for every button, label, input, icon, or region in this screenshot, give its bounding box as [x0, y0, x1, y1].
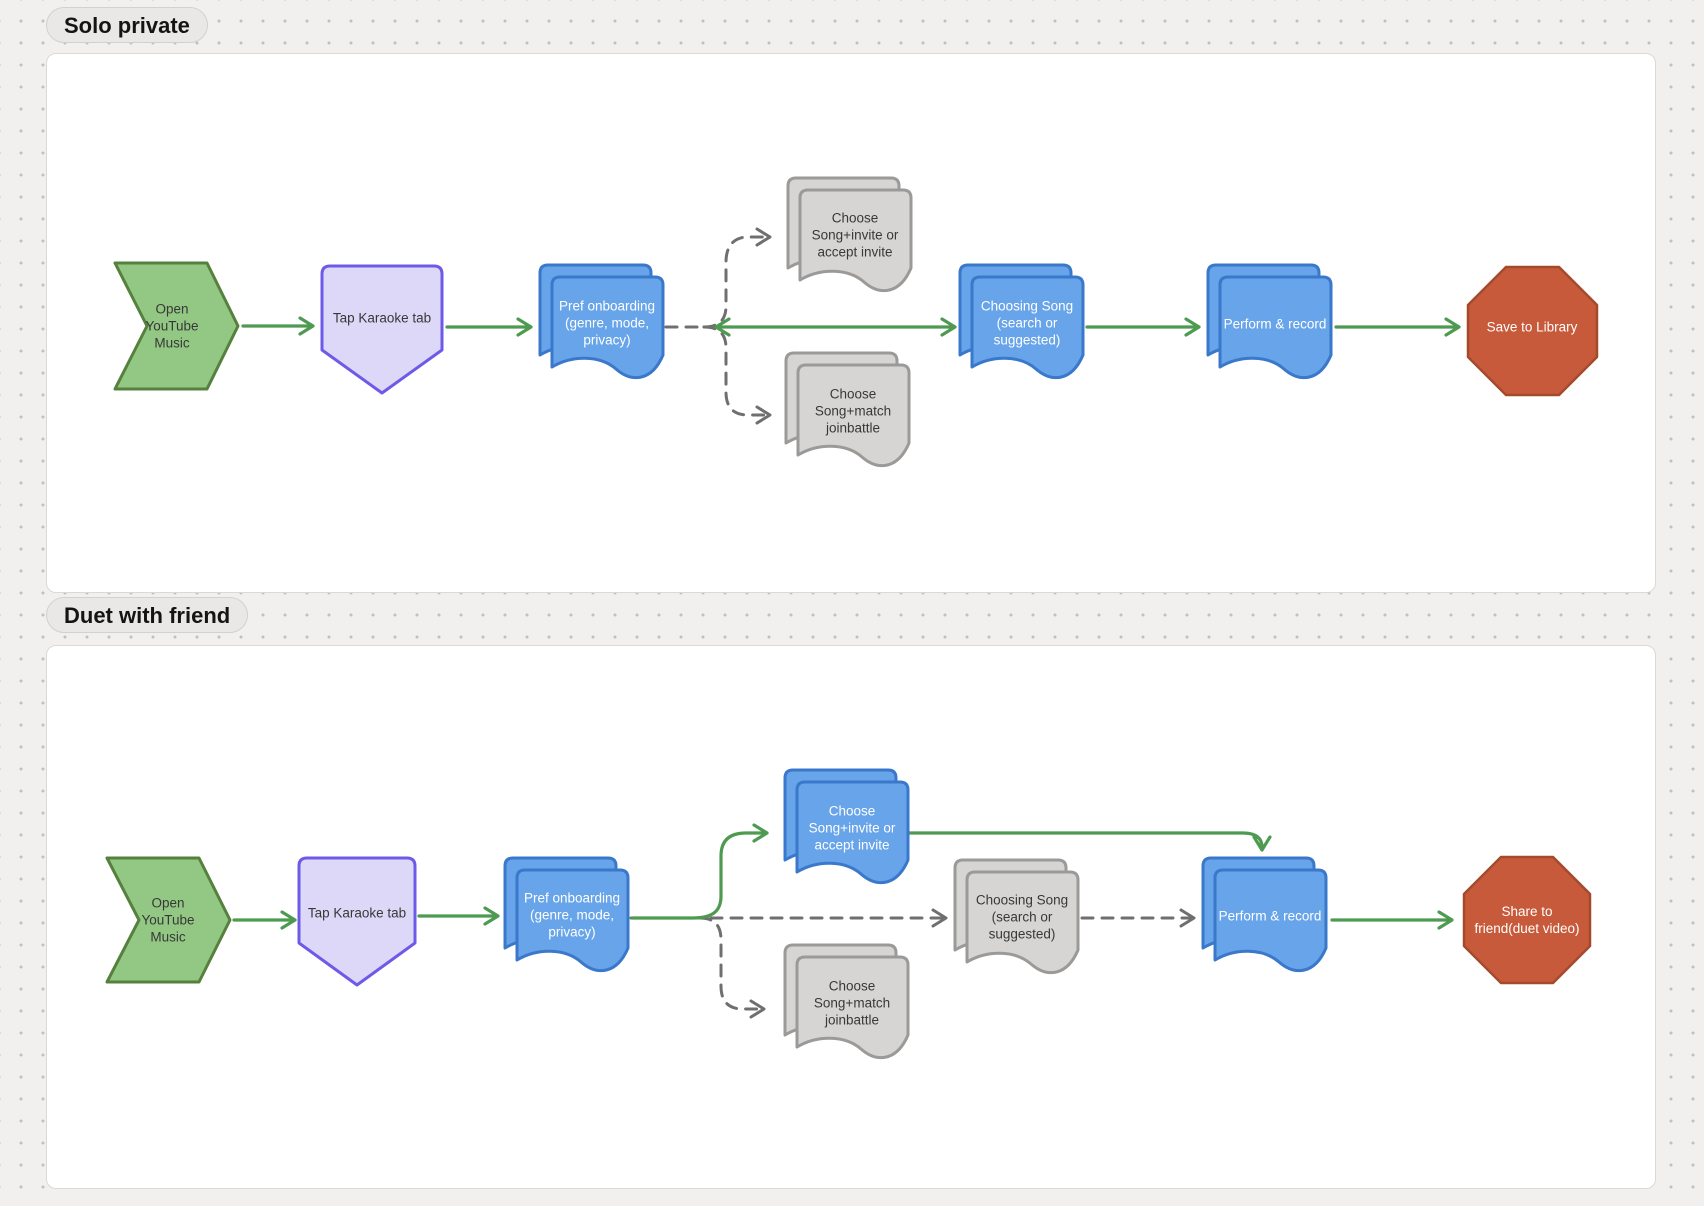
connector-duet-perform-to-share[interactable]: [1330, 910, 1454, 930]
connector-solo-open-to-tap[interactable]: [241, 316, 315, 336]
node-solo-save-to-library[interactable]: [1466, 265, 1599, 397]
node-duet-perform-record[interactable]: [1201, 856, 1328, 972]
node-solo-choose-song-invite[interactable]: [786, 176, 913, 292]
frame-label-solo-private[interactable]: Solo private: [46, 7, 208, 43]
arrowhead-duet-branch-down: [749, 999, 766, 1019]
node-duet-share-to-friend[interactable]: [1462, 855, 1592, 985]
connector-solo-tap-to-pref[interactable]: [445, 317, 533, 337]
connector-solo-choosing-to-perform[interactable]: [1085, 317, 1201, 337]
node-solo-choose-song-match[interactable]: [784, 351, 911, 467]
frame-solo-private[interactable]: [46, 53, 1656, 593]
connector-solo-pref-to-choosing[interactable]: [714, 317, 957, 337]
node-duet-open-youtube-music[interactable]: [105, 856, 232, 984]
node-duet-choosing-song[interactable]: [953, 858, 1080, 974]
connector-solo-perform-to-save[interactable]: [1334, 317, 1461, 337]
connector-duet-open-to-tap[interactable]: [232, 910, 297, 930]
node-solo-tap-karaoke-tab[interactable]: [320, 264, 444, 395]
connector-duet-pref-to-choose-invite[interactable]: [630, 823, 769, 920]
arrowhead-solo-branch-up: [755, 227, 772, 247]
arrowhead-duet-choosing: [931, 908, 948, 928]
connector-duet-tap-to-pref[interactable]: [417, 906, 500, 926]
node-solo-pref-onboarding[interactable]: [538, 263, 665, 379]
arrowhead-solo-branch-down: [755, 405, 772, 425]
node-duet-choose-song-match[interactable]: [783, 943, 910, 1059]
node-duet-pref-onboarding[interactable]: [503, 856, 630, 972]
connector-solo-branch-down-dashed[interactable]: [702, 325, 770, 417]
arrowhead-duet-perform: [1179, 908, 1196, 928]
node-duet-choose-song-invite[interactable]: [783, 768, 910, 884]
connector-duet-branch-down-dashed[interactable]: [698, 916, 764, 1011]
node-solo-choosing-song[interactable]: [958, 263, 1085, 379]
connector-duet-choose-invite-to-perform[interactable]: [906, 831, 1272, 852]
node-solo-perform-record[interactable]: [1206, 263, 1333, 379]
frame-label-duet-with-friend[interactable]: Duet with friend: [46, 597, 249, 633]
node-duet-tap-karaoke-tab[interactable]: [297, 856, 417, 987]
node-solo-open-youtube-music[interactable]: [113, 261, 240, 391]
connector-solo-branch-up-dashed[interactable]: [702, 235, 770, 329]
